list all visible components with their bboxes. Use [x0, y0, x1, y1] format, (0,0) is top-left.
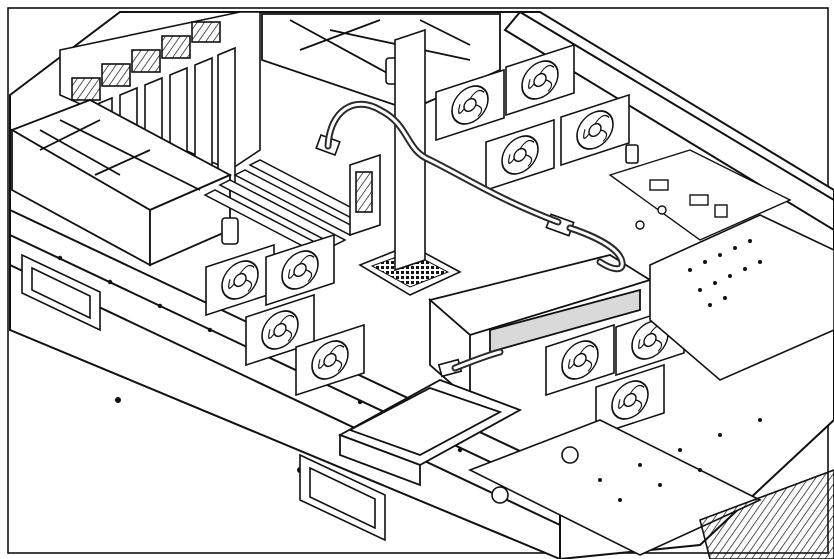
- controller-board: [608, 149, 792, 241]
- dimm-slots: [203, 159, 377, 256]
- chassis-floor-details: [468, 419, 834, 559]
- pci-slot-latches: [71, 21, 221, 101]
- data-cable: [324, 100, 626, 273]
- battery-module: [337, 379, 523, 487]
- backplane-board: [649, 214, 834, 381]
- chassis-right-rail: [503, 10, 834, 232]
- power-cable: [451, 348, 504, 372]
- chassis-left-wall: [9, 208, 561, 559]
- chassis-floor-holes: [598, 418, 762, 502]
- front-drive-cage-left: [21, 253, 386, 542]
- riser-connector-board: [349, 28, 426, 272]
